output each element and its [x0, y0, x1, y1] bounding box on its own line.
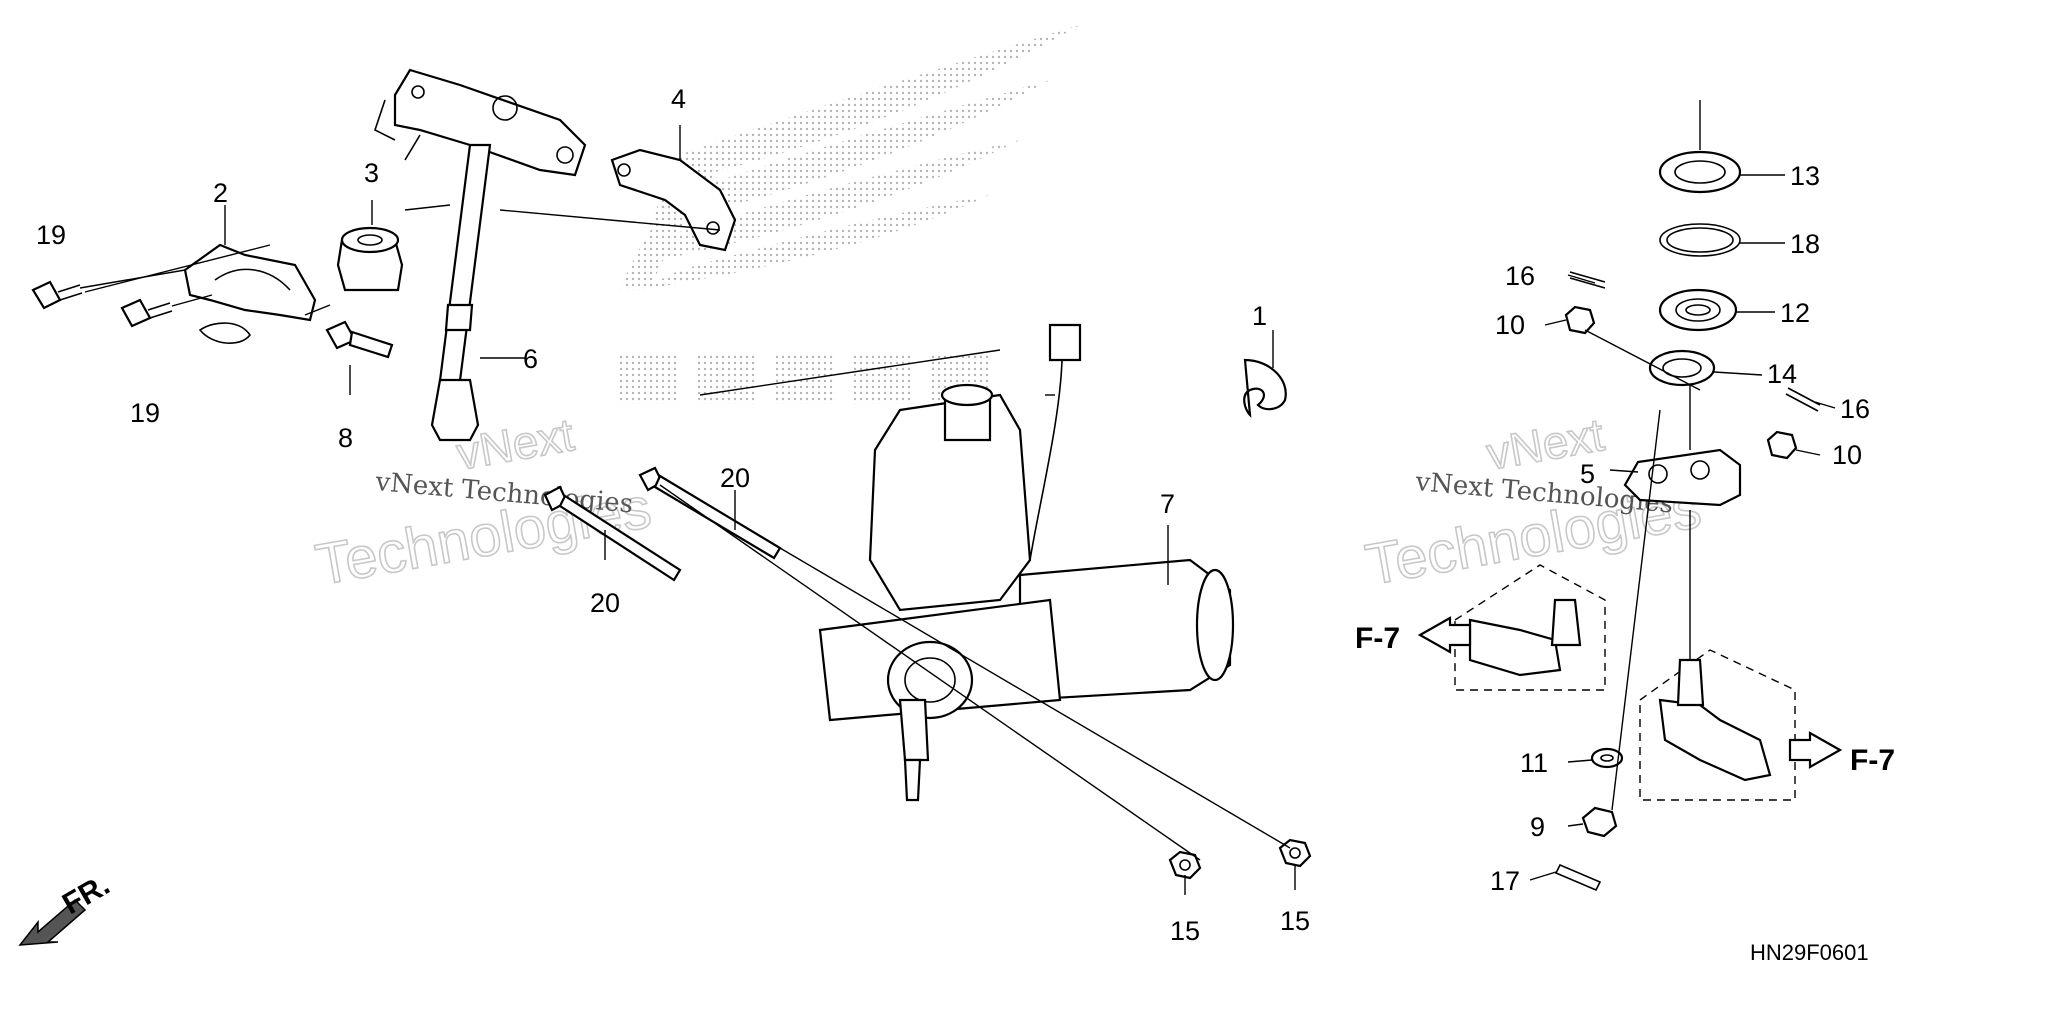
part-4-bracket [610, 148, 737, 252]
part-15-nut-b [1278, 838, 1312, 868]
tie-rod-end-right [1639, 649, 1796, 801]
tie-rod-end-left [1454, 564, 1606, 691]
callout-19b: 19 [130, 398, 160, 428]
callout-20b: 20 [590, 588, 620, 618]
part-2-holder [183, 243, 317, 344]
callout-13: 13 [1790, 161, 1820, 191]
part-20-bolt-a [638, 466, 782, 560]
part-15-nut-a [1168, 850, 1202, 880]
part-10-nut-a [1564, 305, 1596, 335]
callout-10b: 10 [1832, 440, 1862, 470]
part-3-bushing [336, 226, 404, 292]
part-8-bolt [325, 320, 394, 359]
reference-label-left: F-7 [1355, 622, 1400, 655]
part-1-clip [1243, 358, 1287, 418]
leader-lines [79, 100, 1836, 895]
reference-label-right: F-7 [1850, 744, 1895, 777]
part-11-washer [1590, 747, 1624, 769]
callout-12: 12 [1780, 298, 1810, 328]
part-7-eps-unit [818, 323, 1235, 802]
callout-16a: 16 [1505, 261, 1535, 291]
reference-arrow-right [1788, 731, 1843, 769]
part-16-pin-b [1785, 387, 1821, 412]
callout-15b: 15 [1280, 906, 1310, 936]
part-19-bolt-b [120, 298, 173, 328]
part-19-bolt-a [31, 280, 83, 310]
callout-14: 14 [1767, 359, 1797, 389]
watermark-left: vNext Technologies vNext Technologies [310, 407, 656, 598]
part-13-seal [1658, 150, 1742, 194]
part-6-steering-shaft [374, 68, 587, 442]
brand-wing-emblem [620, 25, 1080, 290]
part-18-snap-ring [1659, 223, 1741, 257]
watermark-right: vNext Technologies vNext Technologies [1360, 407, 1706, 598]
callout-labels: 1 2 3 4 5 6 7 8 9 10 10 11 12 13 14 15 1… [36, 84, 1870, 946]
part-10-nut-b [1766, 430, 1798, 460]
part-17-cotter-pin [1554, 863, 1602, 892]
callout-1: 1 [1252, 301, 1267, 331]
callout-3: 3 [364, 158, 379, 188]
front-direction-arrow [18, 898, 87, 946]
diagram-code: HN29F0601 [1750, 940, 1869, 965]
callout-18: 18 [1790, 229, 1820, 259]
callout-9: 9 [1530, 812, 1545, 842]
part-20-bolt-b [543, 485, 682, 582]
callout-15a: 15 [1170, 916, 1200, 946]
callout-2: 2 [213, 178, 228, 208]
callout-5: 5 [1580, 459, 1595, 489]
part-12-bearing [1658, 288, 1738, 332]
part-16-pin-a [1569, 271, 1606, 289]
callout-6: 6 [523, 344, 538, 374]
callout-20a: 20 [720, 463, 750, 493]
callout-16b: 16 [1840, 394, 1870, 424]
callout-8: 8 [338, 423, 353, 453]
callout-4: 4 [671, 84, 686, 114]
callout-7: 7 [1160, 489, 1175, 519]
callout-10a: 10 [1495, 310, 1525, 340]
part-9-nut [1581, 806, 1618, 838]
part-14-seal [1648, 349, 1716, 387]
part-5-pitman-arm [1623, 448, 1742, 507]
callout-17: 17 [1490, 866, 1520, 896]
reference-arrow-left [1417, 616, 1472, 654]
callout-11: 11 [1520, 748, 1548, 778]
callout-19a: 19 [36, 220, 66, 250]
